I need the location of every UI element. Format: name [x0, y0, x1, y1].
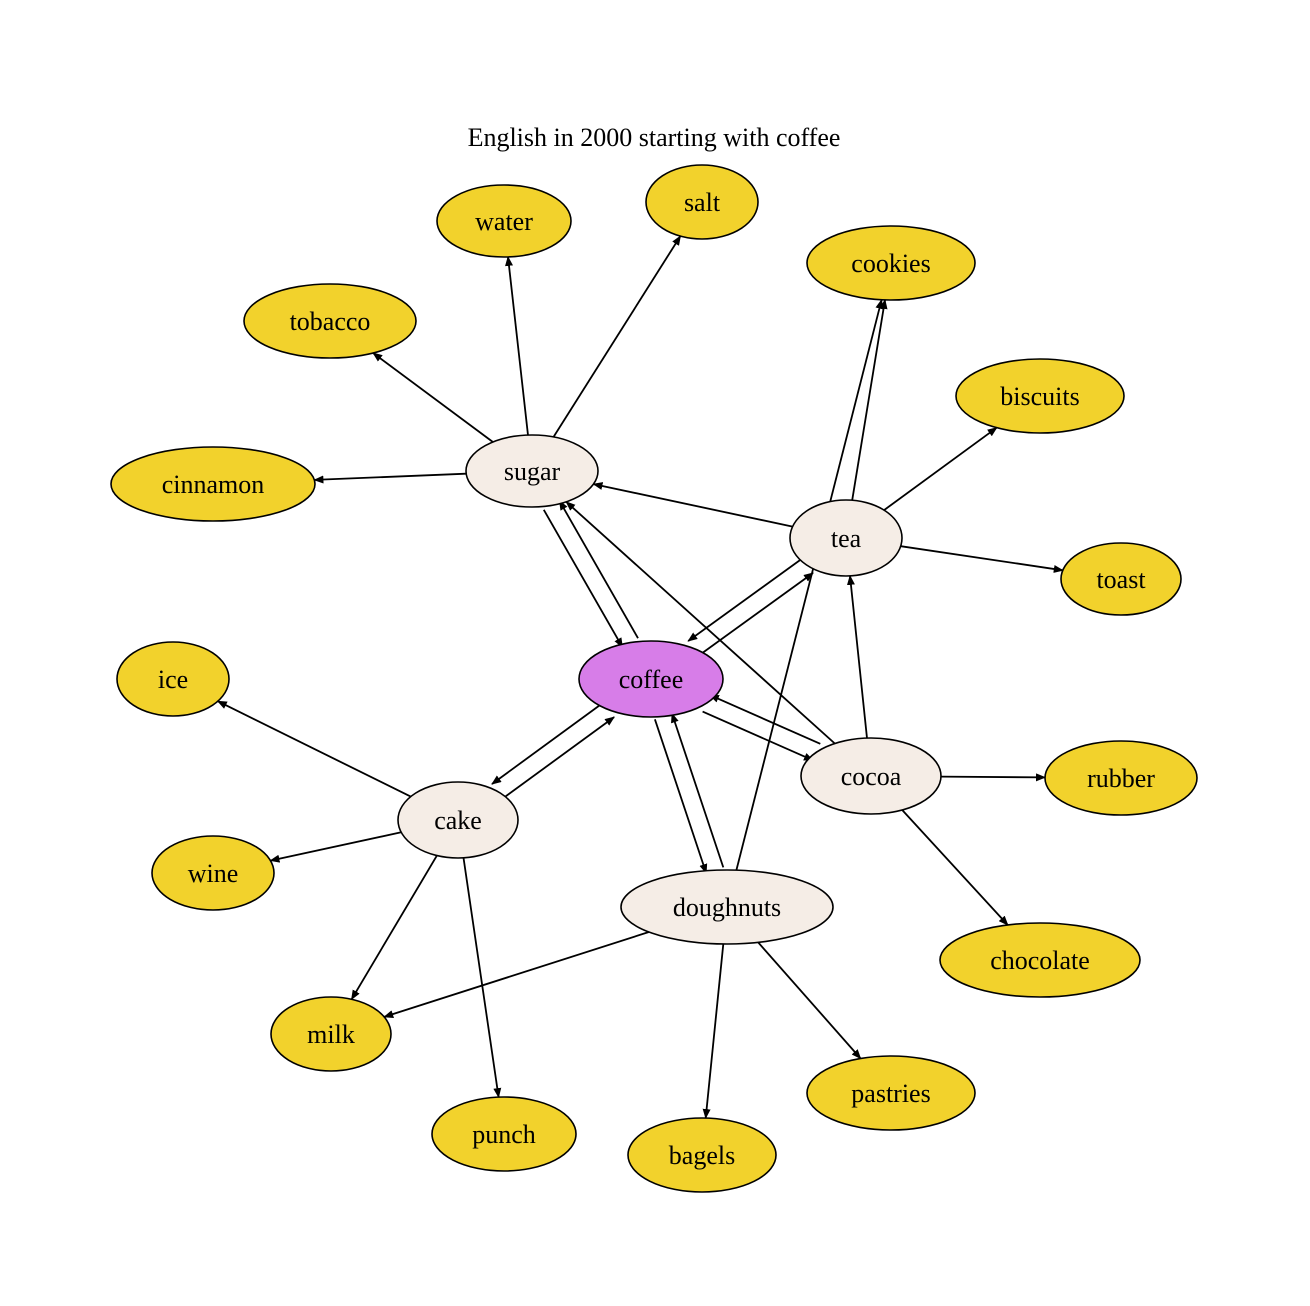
edge-cake-to-milk — [350, 855, 438, 1001]
edge-cocoa-to-tea — [846, 574, 868, 739]
edge-cake-to-coffee — [502, 716, 615, 800]
node-label-ice: ice — [158, 665, 188, 694]
edge-sugar-to-cinnamon — [313, 472, 467, 484]
edge-cake-to-wine — [269, 831, 402, 863]
node-cinnamon: cinnamon — [110, 446, 316, 522]
edge-tea-to-sugar — [592, 482, 793, 528]
node-ellipse-milk — [270, 996, 392, 1072]
node-label-doughnuts: doughnuts — [673, 893, 781, 922]
node-ellipse-cocoa — [800, 737, 942, 815]
node-label-wine: wine — [188, 859, 239, 888]
node-ellipse-rubber — [1044, 740, 1198, 816]
node-label-water: water — [475, 207, 533, 236]
edge-coffee-to-cocoa — [702, 710, 814, 762]
node-ellipse-tobacco — [243, 283, 417, 359]
node-ellipse-ice — [116, 641, 230, 717]
node-cocoa: cocoa — [800, 737, 942, 815]
node-ellipse-sugar — [465, 434, 599, 508]
node-ellipse-bagels — [627, 1117, 777, 1193]
node-bagels: bagels — [627, 1117, 777, 1193]
node-label-cake: cake — [434, 806, 482, 835]
node-label-punch: punch — [472, 1120, 536, 1149]
node-ellipse-cinnamon — [110, 446, 316, 522]
edge-doughnuts-to-pastries — [757, 941, 862, 1060]
node-tobacco: tobacco — [243, 283, 417, 359]
node-label-cookies: cookies — [851, 249, 930, 278]
node-water: water — [436, 184, 572, 258]
node-ellipse-wine — [151, 835, 275, 911]
node-toast: toast — [1060, 542, 1182, 616]
node-ellipse-pastries — [806, 1055, 976, 1131]
node-label-cinnamon: cinnamon — [162, 470, 265, 499]
node-label-bagels: bagels — [669, 1141, 735, 1170]
edge-sugar-to-water — [505, 255, 529, 436]
edge-doughnuts-to-coffee — [671, 712, 725, 868]
edge-coffee-to-tea — [698, 572, 814, 657]
node-ellipse-chocolate — [939, 922, 1141, 998]
node-tea: tea — [789, 499, 903, 577]
node-label-milk: milk — [307, 1020, 355, 1049]
edge-tea-to-cookies — [851, 298, 888, 501]
node-chocolate: chocolate — [939, 922, 1141, 998]
node-punch: punch — [431, 1096, 577, 1172]
edge-sugar-to-salt — [552, 235, 682, 438]
node-sugar: sugar — [465, 434, 599, 508]
node-cake: cake — [397, 781, 519, 859]
node-rubber: rubber — [1044, 740, 1198, 816]
node-ellipse-doughnuts — [620, 869, 834, 945]
node-cookies: cookies — [806, 225, 976, 301]
node-ellipse-punch — [431, 1096, 577, 1172]
node-doughnuts: doughnuts — [620, 869, 834, 945]
edge-cocoa-to-sugar — [565, 501, 836, 745]
node-ellipse-salt — [645, 164, 759, 240]
node-label-tobacco: tobacco — [290, 307, 371, 336]
edge-cake-to-ice — [216, 700, 412, 798]
node-biscuits: biscuits — [955, 358, 1125, 434]
node-ellipse-coffee — [578, 640, 724, 718]
node-label-biscuits: biscuits — [1000, 382, 1079, 411]
edge-doughnuts-to-milk — [383, 931, 650, 1018]
node-ellipse-biscuits — [955, 358, 1125, 434]
node-pastries: pastries — [806, 1055, 976, 1131]
edge-coffee-to-doughnuts — [654, 719, 708, 875]
graph-title: English in 2000 starting with coffee — [468, 123, 841, 152]
node-label-chocolate: chocolate — [990, 946, 1090, 975]
node-ellipse-tea — [789, 499, 903, 577]
edge-cocoa-to-chocolate — [901, 809, 1009, 926]
node-label-coffee: coffee — [619, 665, 683, 694]
edge-coffee-to-cake — [491, 701, 605, 785]
nodes-layer: coffee sugar tea cocoa cake doughnuts water sal… — [110, 164, 1198, 1193]
edge-doughnuts-to-cookies — [735, 298, 884, 871]
edges-layer — [216, 235, 1064, 1119]
node-ellipse-cookies — [806, 225, 976, 301]
node-ice: ice — [116, 641, 230, 717]
node-label-rubber: rubber — [1087, 764, 1155, 793]
edge-cocoa-to-coffee — [708, 694, 821, 745]
edge-tea-to-toast — [900, 545, 1064, 573]
edge-tea-to-coffee — [687, 557, 803, 642]
node-milk: milk — [270, 996, 392, 1072]
edge-cake-to-punch — [462, 857, 502, 1099]
edge-sugar-to-tobacco — [372, 352, 494, 443]
edge-sugar-to-coffee — [543, 509, 624, 648]
edge-tea-to-biscuits — [883, 426, 998, 511]
node-ellipse-cake — [397, 781, 519, 859]
node-label-toast: toast — [1096, 565, 1146, 594]
node-label-pastries: pastries — [851, 1079, 930, 1108]
edge-cocoa-to-rubber — [940, 773, 1046, 782]
edge-doughnuts-to-bagels — [702, 943, 725, 1119]
node-label-cocoa: cocoa — [841, 762, 902, 791]
node-salt: salt — [645, 164, 759, 240]
edge-coffee-to-sugar — [558, 500, 639, 639]
node-wine: wine — [151, 835, 275, 911]
node-ellipse-water — [436, 184, 572, 258]
node-label-salt: salt — [684, 188, 721, 217]
node-label-tea: tea — [831, 524, 862, 553]
node-label-sugar: sugar — [504, 457, 561, 486]
node-ellipse-toast — [1060, 542, 1182, 616]
node-coffee: coffee — [578, 640, 724, 718]
